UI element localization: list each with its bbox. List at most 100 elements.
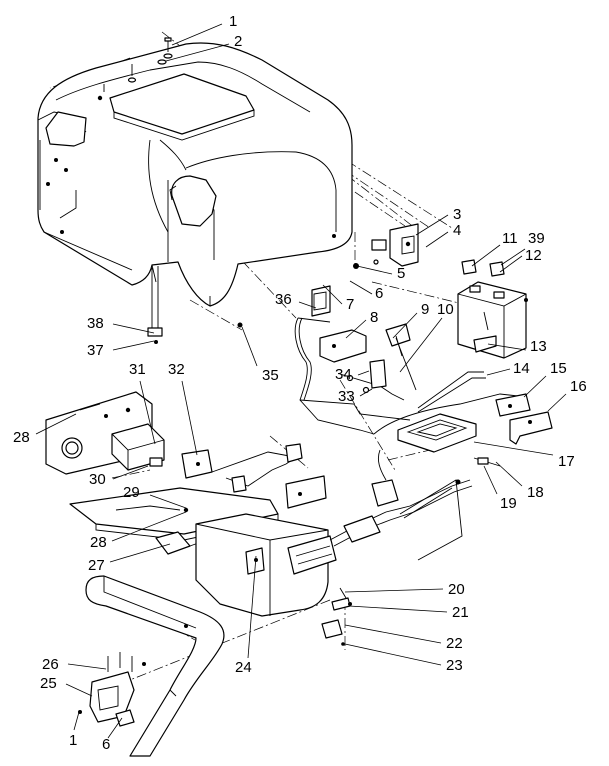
callout-leader	[139, 380, 156, 445]
callout-c21: 21	[348, 604, 469, 621]
callout-leader	[495, 461, 523, 487]
callout-c27: 27	[88, 543, 171, 574]
callout-leader	[471, 244, 501, 267]
callout-label: 16	[570, 378, 587, 395]
callout-c17: 17	[473, 441, 575, 470]
callout-c7: 7	[322, 284, 354, 313]
callout-label: 35	[262, 367, 279, 384]
callout-label: 34	[335, 366, 352, 383]
callout-c6b: 6	[102, 717, 123, 753]
callout-leader	[149, 494, 187, 509]
callout-label: 37	[87, 342, 104, 359]
callout-leader	[349, 280, 373, 295]
callout-c20: 20	[344, 581, 465, 598]
callout-label: 22	[446, 635, 463, 652]
callout-c1: 1	[171, 13, 237, 46]
callout-label: 10	[437, 301, 454, 318]
small-brackets	[321, 587, 352, 646]
callout-leader	[298, 301, 317, 309]
callout-c23: 23	[344, 643, 463, 674]
callout-c11: 11	[471, 230, 518, 267]
callout-leader	[345, 319, 367, 339]
callout-leader	[473, 441, 554, 456]
callout-c12: 12	[499, 247, 542, 273]
callout-c14: 14	[486, 360, 530, 377]
callout-leader	[165, 43, 230, 62]
latch-bracket	[353, 223, 419, 269]
callout-c35: 35	[241, 326, 279, 384]
callout-label: 17	[558, 453, 575, 470]
callout-label: 11	[502, 230, 518, 247]
callout-leader	[35, 413, 77, 435]
callout-c25: 25	[40, 675, 93, 697]
callout-leader	[392, 312, 418, 339]
callout-c28b: 28	[90, 511, 187, 551]
callout-label: 31	[129, 361, 146, 378]
callout-label: 27	[88, 557, 105, 574]
callout-c1b: 1	[69, 711, 80, 749]
callout-leader	[500, 248, 526, 266]
callout-label: 20	[448, 581, 465, 598]
callout-c32: 32	[168, 361, 198, 456]
hood-assembly	[37, 42, 353, 307]
callout-c28a: 28	[13, 413, 77, 446]
callout-label: 6	[102, 736, 110, 753]
callout-label: 14	[513, 360, 530, 377]
callout-c19: 19	[483, 465, 517, 512]
callout-label: 7	[346, 296, 354, 313]
callout-leader	[181, 380, 198, 456]
callout-c10: 10	[399, 301, 454, 373]
callout-label: 33	[338, 388, 355, 405]
callout-label: 32	[168, 361, 185, 378]
callout-label: 26	[42, 656, 59, 673]
callout-c29: 29	[123, 484, 187, 509]
callout-c38: 38	[87, 315, 155, 334]
callout-leader	[112, 323, 155, 334]
callout-leader	[65, 683, 93, 697]
callout-label: 30	[89, 471, 106, 488]
callout-leader	[487, 343, 527, 351]
callout-label: 9	[421, 301, 429, 318]
lower-bracket	[78, 652, 146, 727]
callout-c37: 37	[87, 340, 155, 359]
callout-leader	[486, 368, 511, 376]
callout-c5: 5	[356, 265, 405, 282]
callout-label: 19	[500, 495, 517, 512]
callout-leader	[322, 284, 343, 305]
callout-c15: 15	[523, 360, 567, 398]
callout-c8: 8	[345, 309, 378, 339]
callout-leader	[344, 624, 442, 644]
callout-c3: 3	[415, 206, 461, 236]
callout-leader	[348, 605, 448, 613]
callout-c4: 4	[425, 222, 461, 248]
callout-label: 15	[550, 360, 567, 377]
callout-label: 21	[452, 604, 469, 621]
callout-label: 28	[13, 429, 30, 446]
callout-label: 5	[397, 265, 405, 282]
callout-c36: 36	[275, 291, 317, 309]
callout-label: 18	[527, 484, 544, 501]
callout-label: 2	[234, 33, 242, 50]
callout-label: 23	[446, 657, 463, 674]
callout-c39: 39	[500, 230, 545, 266]
callout-label: 4	[453, 222, 461, 239]
callout-label: 8	[370, 309, 378, 326]
callout-leader	[73, 711, 80, 731]
callout-label: 12	[525, 247, 542, 264]
callout-c26: 26	[42, 656, 107, 673]
frame-fender	[85, 575, 225, 757]
callout-c33: 33	[338, 388, 373, 405]
callout-leader	[356, 265, 393, 275]
callout-leader	[359, 388, 373, 397]
battery-area	[385, 259, 528, 391]
callout-c13: 13	[487, 338, 547, 355]
left-mount-bracket	[45, 391, 213, 479]
callout-label: 24	[235, 659, 252, 676]
callout-leader	[483, 465, 498, 495]
callout-label: 39	[528, 230, 545, 247]
callout-label: 3	[453, 206, 461, 223]
top-screws	[103, 37, 173, 92]
frame-harness	[237, 285, 519, 435]
callout-c18: 18	[495, 461, 544, 501]
